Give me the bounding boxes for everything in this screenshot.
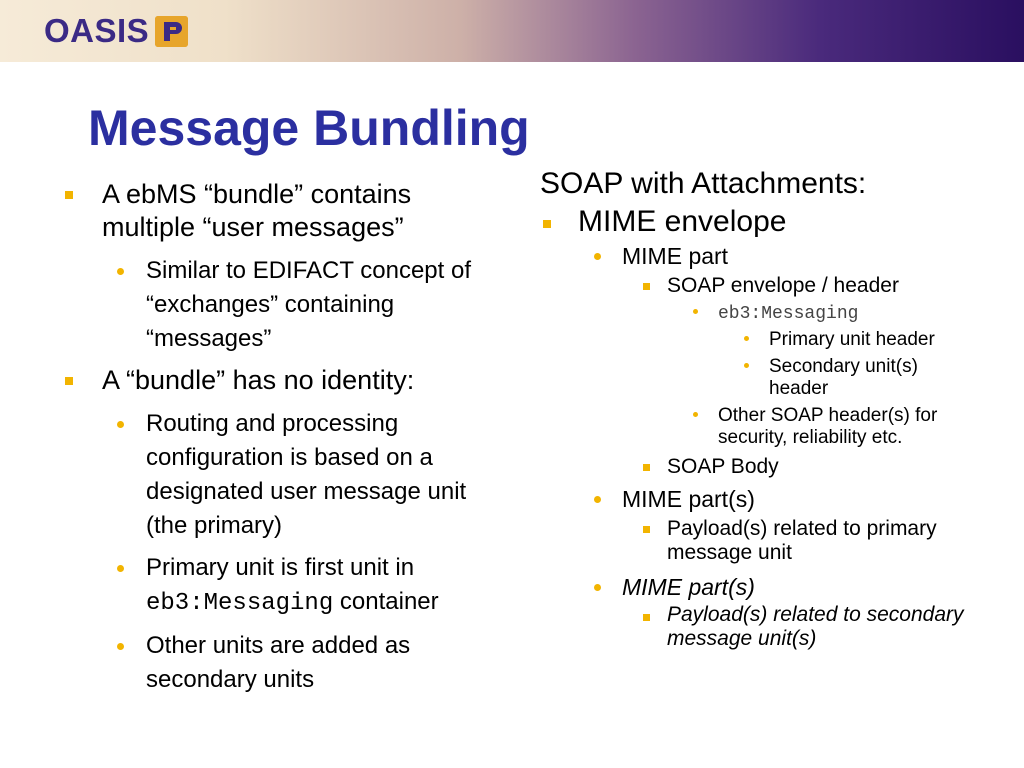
dot-bullet-icon — [117, 643, 124, 650]
square-bullet-icon — [543, 220, 551, 228]
bullet-secondary-unit-header: Secondary unit(s) header — [540, 356, 930, 400]
dot-bullet-icon — [693, 309, 698, 314]
slide-title: Message Bundling — [88, 100, 530, 156]
square-bullet-icon — [65, 377, 73, 385]
subbullet-routing: Routing and processing configuration is … — [60, 407, 510, 543]
bullet-mime-part: MIME part — [540, 240, 1010, 272]
subbullet-primary-unit: Primary unit is first unit in eb3:Messag… — [60, 551, 510, 621]
bullet-eb3-messaging: eb3:Messaging — [540, 302, 1010, 325]
dot-bullet-icon — [117, 268, 124, 275]
dot-bullet-icon — [744, 336, 749, 341]
bullet-no-identity: A “bundle” has no identity: — [60, 364, 510, 397]
subbullet-edifact: Similar to EDIFACT concept of “exchanges… — [60, 254, 510, 356]
logo-text: OASIS — [44, 12, 150, 49]
bullet-mime-parts: MIME part(s) — [540, 483, 1010, 515]
bullet-payload-secondary: Payload(s) related to secondary message … — [540, 603, 1010, 651]
bullet-soap-body: SOAP Body — [540, 453, 1010, 481]
code-eb3-messaging: eb3:Messaging — [146, 590, 334, 617]
square-bullet-icon — [643, 526, 650, 533]
subbullet-other-units: Other units are added as secondary units — [60, 629, 510, 697]
dot-bullet-icon — [594, 496, 601, 503]
bullet-primary-unit-header: Primary unit header — [540, 329, 1010, 351]
square-bullet-icon — [643, 614, 650, 621]
bullet-payload-primary: Payload(s) related to primary message un… — [540, 515, 1010, 565]
dot-bullet-icon — [693, 412, 698, 417]
right-column: SOAP with Attachments: MIME envelope MIM… — [540, 166, 1010, 653]
dot-bullet-icon — [744, 363, 749, 368]
dot-bullet-icon — [594, 584, 601, 591]
dot-bullet-icon — [117, 421, 124, 428]
square-bullet-icon — [643, 464, 650, 471]
logo-mark-icon — [155, 15, 189, 47]
bullet-bundle-contains: A ebMS “bundle” contains multiple “user … — [60, 178, 510, 244]
dot-bullet-icon — [117, 565, 124, 572]
header-banner: OASIS — [0, 0, 1024, 62]
left-column: A ebMS “bundle” contains multiple “user … — [60, 178, 510, 705]
bullet-mime-parts-italic: MIME part(s) — [540, 571, 1010, 603]
bullet-other-soap-headers: Other SOAP header(s) for security, relia… — [540, 405, 1000, 449]
square-bullet-icon — [643, 283, 650, 290]
bullet-soap-envelope: SOAP envelope / header — [540, 272, 1010, 300]
dot-bullet-icon — [594, 253, 601, 260]
bullet-mime-envelope: MIME envelope — [540, 204, 1010, 240]
oasis-logo: OASIS — [44, 12, 189, 49]
square-bullet-icon — [65, 191, 73, 199]
soap-attachments-heading: SOAP with Attachments: — [540, 167, 867, 200]
